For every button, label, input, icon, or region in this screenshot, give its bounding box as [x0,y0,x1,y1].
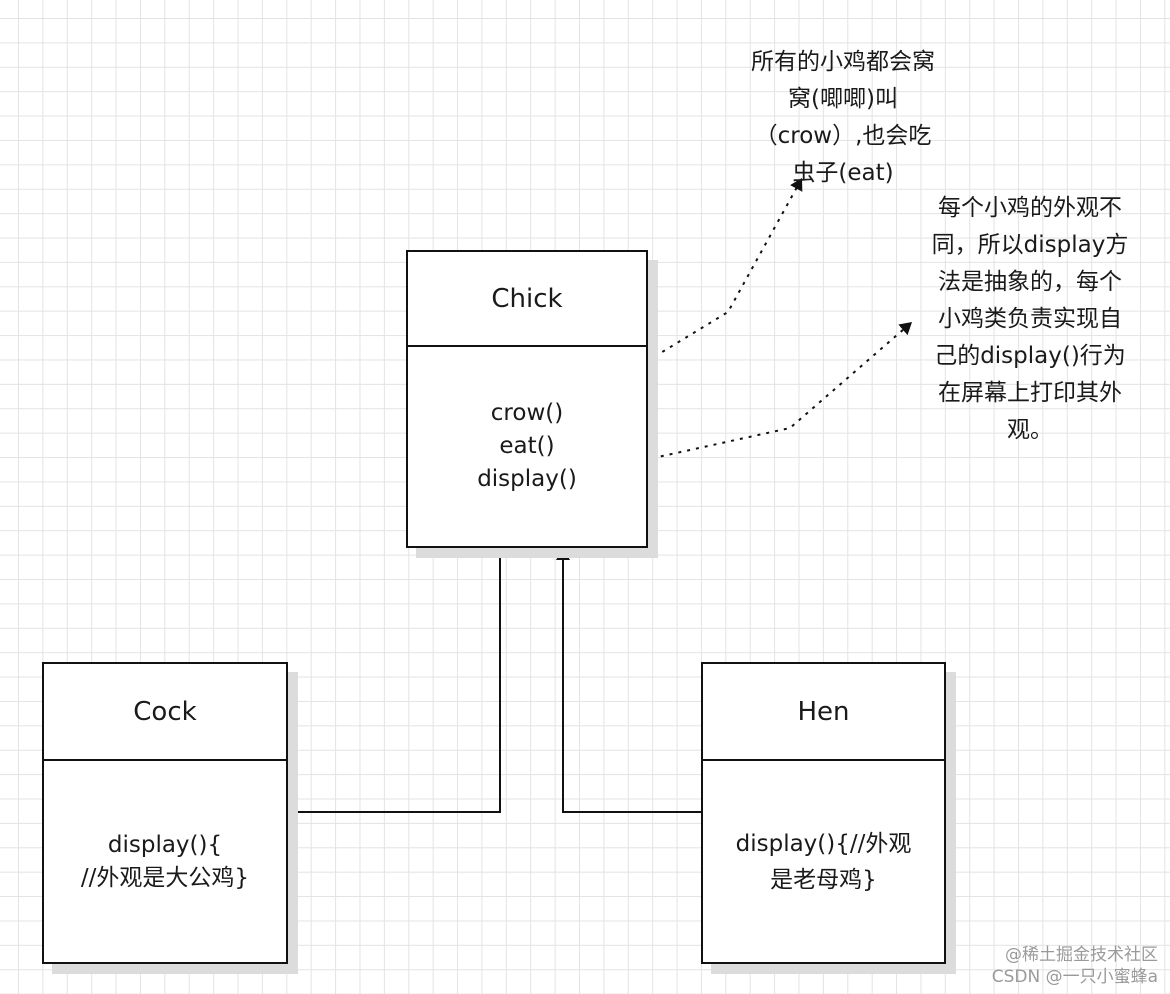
watermark-line: @稀土掘金技术社区 [1005,945,1158,965]
class-hen[interactable]: Hen display(){//外观 是老母鸡} [701,662,946,964]
note-display: 每个小鸡的外观不 同，所以display方 法是抽象的，每个 小鸡类负责实现自 … [915,190,1145,449]
note-line: 小鸡类负责实现自 [938,306,1122,332]
note-crow-eat: 所有的小鸡都会窝 窝(唧唧)叫 （crow）,也会吃 虫子(eat) [728,44,958,192]
class-name: Chick [408,252,646,347]
watermark: @稀土掘金技术社区 CSDN @一只小蜜蜂a [992,944,1158,988]
method-line: 是老母鸡} [770,866,877,893]
class-name: Hen [703,664,944,761]
class-methods: display(){ //外观是大公鸡} [44,761,286,962]
note-line: （crow）,也会吃 [754,123,932,149]
note-line: 观。 [1007,417,1053,443]
note-line: 法是抽象的，每个 [938,269,1122,295]
method-crow: crow() [490,400,564,426]
method-display: display() [477,466,577,492]
display-note-dotted-connector [607,321,913,469]
class-chick[interactable]: Chick crow() eat() display() [406,250,648,548]
method-eat: eat() [499,433,555,459]
hen-to-chick-inheritance-line [556,548,701,813]
note-line: 在屏幕上打印其外 [938,380,1122,406]
watermark-line: CSDN @一只小蜜蜂a [991,967,1158,987]
method-line: display(){ [107,831,223,858]
method-line: //外观是大公鸡} [80,864,250,891]
note-line: 虫子(eat) [792,160,894,186]
method-line: display(){//外观 [735,830,912,857]
class-cock[interactable]: Cock display(){ //外观是大公鸡} [42,662,288,964]
note-line: 窝(唧唧)叫 [788,86,898,112]
note-line: 所有的小鸡都会窝 [751,49,935,75]
note-line: 己的display()行为 [934,343,1126,369]
cock-to-chick-inheritance-line [288,545,507,813]
note-line: 每个小鸡的外观不 [938,195,1122,221]
class-methods: display(){//外观 是老母鸡} [703,761,944,962]
note-line: 同，所以display方 [931,232,1129,258]
class-name: Cock [44,664,286,761]
class-methods: crow() eat() display() [408,347,646,546]
